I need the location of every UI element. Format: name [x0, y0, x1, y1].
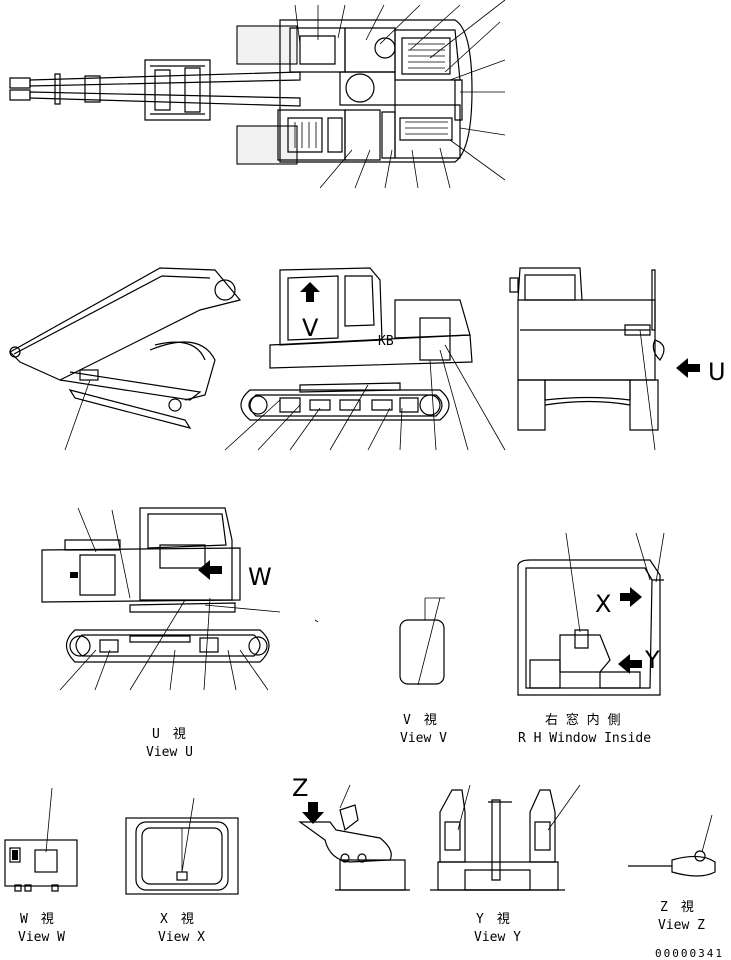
caption-x-jp: X 視 — [160, 912, 194, 927]
view-letter-v: V — [302, 314, 319, 342]
view-v-drawing — [399, 597, 445, 686]
caption-y-jp: Y 視 — [476, 912, 510, 927]
arrow-right-icon — [620, 587, 642, 607]
view-z-drawing — [628, 814, 716, 877]
caption-u-en: View U — [146, 745, 193, 760]
view-x-drawing — [125, 797, 239, 895]
rear-view: U — [509, 267, 726, 451]
rh-window-inside-drawing: X Y — [517, 532, 665, 696]
caption-rh-jp: 右 窓 内 側 — [545, 712, 620, 728]
caption-z-en: View Z — [658, 918, 705, 933]
top-plan-view — [9, 0, 506, 189]
view-letter-y: Y — [644, 646, 660, 674]
caption-z-jp: Z 視 — [660, 900, 694, 915]
arrow-down-icon — [302, 802, 324, 824]
caption-u-jp: U 視 — [152, 727, 186, 742]
caption-w-en: View W — [18, 930, 65, 945]
caption-x-en: View X — [158, 930, 205, 945]
view-y-drawing — [430, 784, 581, 891]
view-letter-u: U — [708, 358, 726, 386]
drawing-number: 00000341 — [655, 947, 724, 960]
caption-rh-en: R H Window Inside — [518, 731, 651, 746]
captions: U 視 View U V 視 View V 右 窓 内 側 R H Window… — [18, 712, 724, 960]
lever-side-drawing: Z — [292, 774, 410, 891]
view-letter-z: Z — [292, 774, 308, 802]
callout-box — [236, 25, 298, 65]
arrow-left-icon — [618, 654, 642, 674]
view-u-drawing: W — [41, 507, 319, 691]
caption-v-jp: V 視 — [403, 713, 437, 728]
arrow-left-icon — [198, 560, 222, 580]
view-letter-x: X — [595, 590, 611, 618]
view-w-drawing — [4, 787, 78, 892]
side-view-excavator: V KB — [9, 267, 506, 451]
caption-w-jp: W 視 — [20, 912, 54, 927]
callout-box — [236, 125, 298, 165]
caption-v-en: View V — [400, 731, 447, 746]
caption-y-en: View Y — [474, 930, 521, 945]
arrow-left-icon — [676, 358, 700, 378]
arrow-up-icon — [300, 282, 320, 302]
side-mark-label: KB — [378, 334, 394, 349]
view-letter-w: W — [248, 563, 272, 591]
